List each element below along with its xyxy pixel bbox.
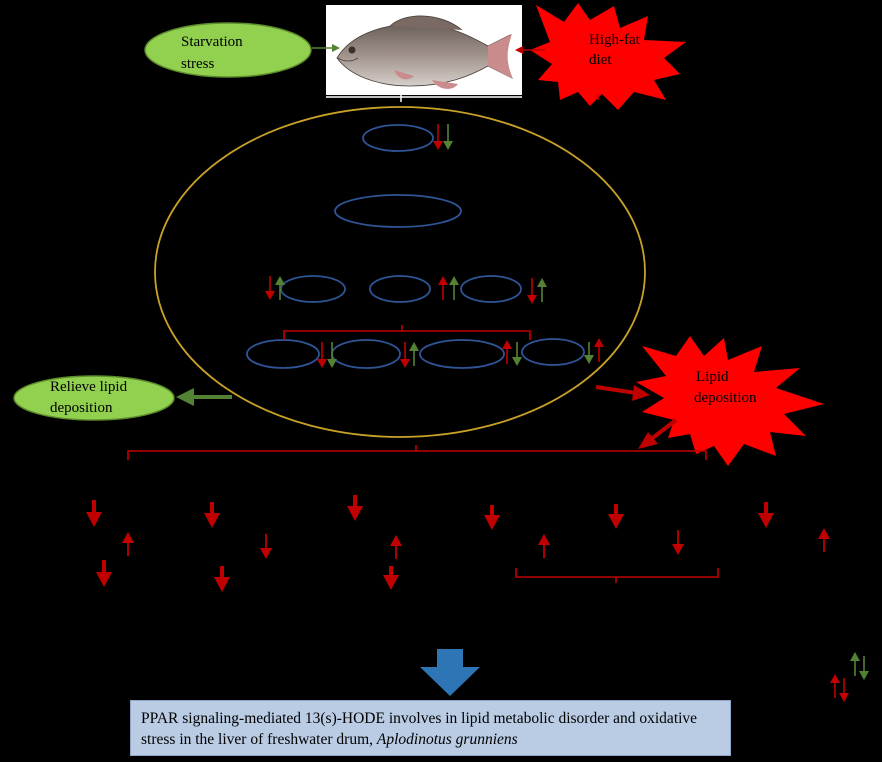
species-name: Aplodinotus grunniens: [376, 731, 518, 748]
up-arrow-icon: [502, 340, 512, 364]
up-arrow-icon: [438, 276, 448, 300]
down-arrow-icon: [608, 504, 624, 529]
starburst-icon: [530, 3, 686, 110]
up-arrow-icon: [409, 342, 419, 366]
regulation-arrows-liver: [265, 124, 604, 368]
outer-bracket: [127, 445, 707, 460]
down-arrow-icon: [484, 505, 500, 530]
conclusion-text: PPAR signaling-mediated 13(s)-HODE invol…: [141, 710, 698, 748]
high-fat-diet-node: High-fat diet: [530, 3, 686, 110]
lipid-deposition-label-line1: Lipid: [696, 369, 729, 385]
inner-bracket: [283, 325, 531, 340]
starvation-arrow: [312, 44, 340, 52]
down-arrow-icon: [758, 502, 774, 528]
node-top: [362, 124, 434, 152]
regulation-arrows-lower: [86, 495, 830, 592]
down-arrow-icon: [347, 495, 363, 521]
high-fat-label-line1: High-fat: [589, 32, 641, 48]
node-row3-b: [369, 275, 431, 303]
down-arrow-icon: [214, 566, 230, 592]
down-arrow-icon: [317, 342, 327, 368]
down-arrow-icon: [527, 278, 537, 304]
up-arrow-icon: [449, 276, 459, 300]
down-arrow-icon: [86, 500, 102, 527]
lipid-deposition-label-line2: deposition: [694, 390, 757, 406]
down-arrow-icon: [839, 678, 849, 702]
up-arrow-icon: [594, 338, 604, 362]
pathway-nodes: [246, 124, 585, 369]
relieve-arrow: [176, 388, 232, 406]
down-arrow-icon: [265, 276, 275, 300]
down-arrow-icon: [859, 656, 869, 680]
down-arrow-icon: [204, 502, 220, 528]
lower-small-bracket: [515, 568, 719, 583]
node-row3-c: [460, 275, 522, 303]
up-arrow-icon: [275, 276, 285, 300]
up-arrow-icon: [538, 534, 550, 558]
up-arrow-icon: [830, 674, 840, 698]
starburst-icon: [636, 336, 824, 466]
fish-icon: [336, 15, 513, 89]
node-row4-b: [331, 339, 401, 369]
node-row4-d: [521, 338, 585, 366]
down-arrow-icon: [400, 342, 410, 368]
conclusion-box: PPAR signaling-mediated 13(s)-HODE invol…: [130, 700, 731, 756]
down-arrow-icon: [672, 530, 684, 555]
up-arrow-icon: [122, 532, 134, 556]
liver-to-deposition-arrow: [595, 385, 650, 401]
up-arrow-icon: [818, 528, 830, 552]
high-fat-arrow: [515, 46, 545, 54]
starvation-label-line1: Starvation: [181, 34, 243, 50]
node-row3-a: [280, 275, 346, 303]
deposition-to-bracket-arrow: [638, 418, 678, 449]
down-arrow-icon: [420, 649, 480, 696]
node-second: [334, 194, 462, 228]
up-arrow-icon: [537, 278, 547, 302]
down-arrow-icon: [512, 342, 522, 366]
down-arrow-icon: [96, 560, 112, 587]
high-fat-label-line2: diet: [589, 52, 612, 68]
starvation-label-line2: stress: [181, 56, 214, 72]
legend-arrows: [830, 652, 869, 702]
node-row4-a: [246, 339, 320, 369]
down-arrow-icon: [433, 124, 443, 150]
down-arrow-icon: [443, 124, 453, 150]
fish-panel: [326, 5, 522, 102]
down-arrow-icon: [327, 342, 337, 368]
up-arrow-icon: [390, 535, 402, 559]
relieve-label-line1: Relieve lipid: [50, 379, 128, 395]
node-row4-c: [419, 339, 505, 369]
down-arrow-icon: [584, 342, 594, 364]
starvation-stress-node: Starvation stress: [144, 22, 312, 78]
liver-ellipse: [154, 106, 646, 438]
relieve-label-line2: deposition: [50, 400, 113, 416]
down-arrow-icon: [383, 566, 399, 590]
up-arrow-icon: [850, 652, 860, 676]
lipid-deposition-node: Lipid deposition: [636, 336, 824, 466]
down-arrow-icon: [260, 534, 272, 559]
relieve-lipid-deposition-node: Relieve lipid deposition: [13, 375, 175, 421]
